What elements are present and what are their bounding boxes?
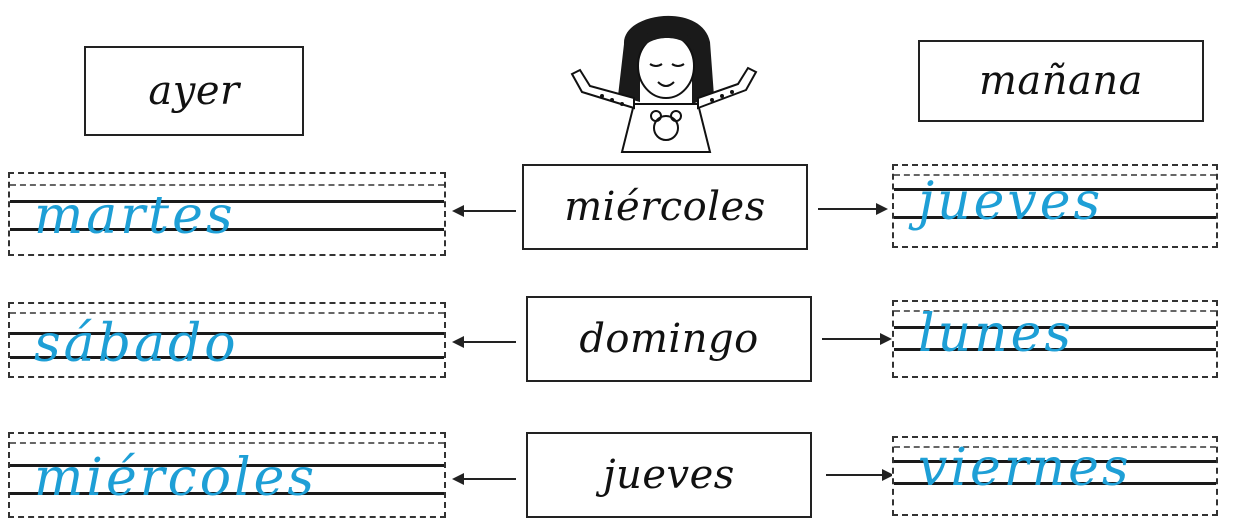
day-box-1: miércoles [522,164,808,250]
yesterday-answer-box-2: sábado [8,302,446,378]
writing-line [894,482,1216,485]
right-arrow-3 [826,469,894,481]
yesterday-answer-1: martes [34,186,236,246]
writing-line [10,184,444,186]
writing-line [10,228,444,231]
writing-line [10,332,444,335]
tomorrow-header-label: mañana [979,58,1143,104]
writing-line [10,356,444,359]
writing-line [894,460,1216,463]
right-arrow-1 [818,203,888,215]
yesterday-header-label: ayer [148,68,240,114]
tomorrow-answer-box-3: viernes [892,436,1218,516]
tomorrow-answer-3: viernes [918,438,1132,498]
yesterday-header-box: ayer [84,46,304,136]
yesterday-answer-3: miércoles [34,448,318,508]
tomorrow-answer-1: jueves [918,172,1104,232]
writing-line [894,446,1216,448]
left-arrow-1 [452,205,516,217]
writing-line [10,464,444,467]
left-arrow-2 [452,336,516,348]
writing-line [894,310,1216,312]
tomorrow-header-box: mañana [918,40,1204,122]
tomorrow-answer-box-2: lunes [892,300,1218,378]
writing-line [10,200,444,203]
writing-line [894,188,1216,191]
day-label-3: jueves [603,452,735,498]
day-box-2: domingo [526,296,812,382]
day-box-3: jueves [526,432,812,518]
writing-line [10,312,444,314]
writing-line [894,348,1216,351]
yesterday-answer-box-1: martes [8,172,446,256]
tomorrow-answer-box-1: jueves [892,164,1218,248]
writing-line [894,174,1216,176]
left-arrow-3 [452,473,516,485]
yesterday-answer-box-3: miércoles [8,432,446,518]
writing-line [894,326,1216,329]
writing-line [10,442,444,444]
writing-line [894,216,1216,219]
day-label-2: domingo [579,316,759,362]
day-label-1: miércoles [564,184,766,230]
yesterday-answer-2: sábado [34,314,239,374]
right-arrow-2 [822,333,892,345]
writing-line [10,492,444,495]
tomorrow-answer-2: lunes [918,304,1075,364]
girl-illustration [570,15,758,153]
